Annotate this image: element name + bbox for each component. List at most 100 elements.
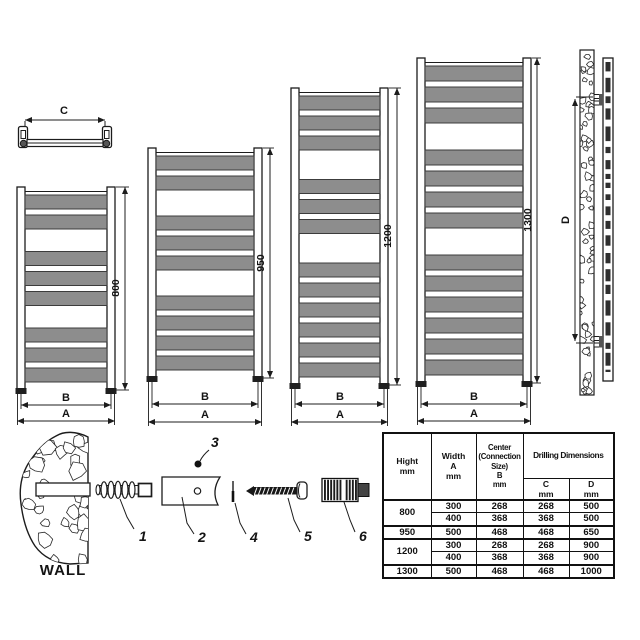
stone (37, 531, 54, 549)
thread-line (266, 487, 270, 495)
stone (585, 137, 593, 145)
stone (27, 456, 46, 473)
stone (77, 553, 88, 564)
part-cap: 3 (194, 434, 219, 468)
tube-section (605, 369, 611, 372)
thread-line (278, 487, 283, 495)
stone (589, 336, 594, 342)
radiator-tube (424, 191, 524, 208)
wall-text: WALL (40, 562, 87, 579)
radiator-tube (298, 322, 381, 338)
thread-line (253, 487, 258, 495)
radiator-tube (155, 235, 255, 251)
height-label-950: 950 (255, 254, 267, 272)
cell-height: 950 (382, 524, 432, 540)
cell-c: 468 (522, 563, 570, 579)
dim-label-c: C (60, 105, 68, 117)
bracket-bolt (19, 139, 28, 148)
knurl-stripe (327, 479, 329, 501)
tube-section (605, 284, 611, 294)
tube-section (605, 269, 611, 282)
stone (68, 523, 81, 534)
stone (68, 461, 87, 481)
leader-line (234, 502, 247, 535)
inner-width-label: B (62, 392, 70, 404)
stone (585, 60, 594, 68)
radiator-tube (24, 214, 108, 230)
cell-center: 468 (475, 524, 524, 540)
radiator-tube (424, 254, 524, 271)
stone (588, 266, 594, 275)
anchor-hole-slot (35, 482, 91, 497)
tube-section (605, 235, 611, 246)
radiator-rail (147, 147, 157, 379)
side-view: D (560, 49, 614, 396)
tube-section (605, 62, 611, 72)
radiator-tube (424, 296, 524, 313)
bracket-slot (20, 130, 26, 139)
stone (591, 321, 594, 327)
tube-section (605, 182, 611, 188)
tube-section (605, 342, 611, 349)
screw-head-line (298, 483, 301, 498)
wall-bracket-block (599, 336, 603, 348)
rail-foot (289, 383, 301, 389)
stone (60, 516, 70, 528)
radiator-tube (155, 155, 255, 171)
stone (589, 246, 594, 252)
part-wall-plug: 1 (95, 480, 153, 544)
thread-line (282, 487, 287, 495)
radiator-tube (24, 327, 108, 343)
radiator-body (415, 57, 541, 425)
stone (584, 112, 593, 121)
stone (581, 76, 588, 83)
knurl-stripe (336, 479, 339, 501)
knurl-stripe (339, 479, 342, 501)
cell-height: 1300 (382, 563, 432, 579)
stone (582, 146, 589, 152)
tube-section (605, 146, 611, 154)
stone (580, 66, 587, 73)
cap-dot (194, 460, 202, 468)
radiator-tube (24, 194, 108, 210)
outer-width-label: A (62, 408, 70, 420)
radiator-body (146, 147, 274, 426)
part-number-1: 1 (139, 528, 147, 544)
tube-section (605, 352, 611, 366)
radiator-body (289, 87, 401, 426)
stone (580, 162, 588, 169)
plug-rib (100, 481, 108, 499)
radiator-rail (290, 87, 300, 386)
knurl-stripe (324, 479, 326, 501)
outer-width-label: A (470, 408, 478, 420)
stone (586, 258, 592, 264)
cell-d: 650 (568, 524, 615, 540)
rail-foot (415, 381, 427, 387)
rail-foot (105, 388, 117, 394)
tube-section (605, 206, 611, 216)
stone (588, 105, 594, 115)
header-width: Width A mm (430, 432, 477, 501)
rail-foot (15, 388, 27, 394)
plug-rib (95, 484, 101, 496)
cell-c: 268 (522, 498, 570, 514)
inner-width-label: B (336, 391, 344, 403)
radiator-tube (298, 262, 381, 278)
height-label-1300: 1300 (522, 208, 534, 232)
radiator-tube (298, 115, 381, 131)
stone (580, 124, 584, 131)
tube-cross-sections (605, 62, 611, 372)
tube-section (605, 160, 611, 170)
radiator-tube (424, 149, 524, 166)
stone (21, 497, 37, 510)
cell-c: 368 (522, 512, 570, 527)
radiator-1200: 1200 B A (289, 87, 401, 426)
rail-foot (378, 383, 390, 389)
radiator-tube (298, 179, 381, 194)
stone (79, 527, 88, 542)
thread-line (290, 487, 295, 495)
radiator-tube (298, 302, 381, 318)
stone (580, 302, 587, 310)
